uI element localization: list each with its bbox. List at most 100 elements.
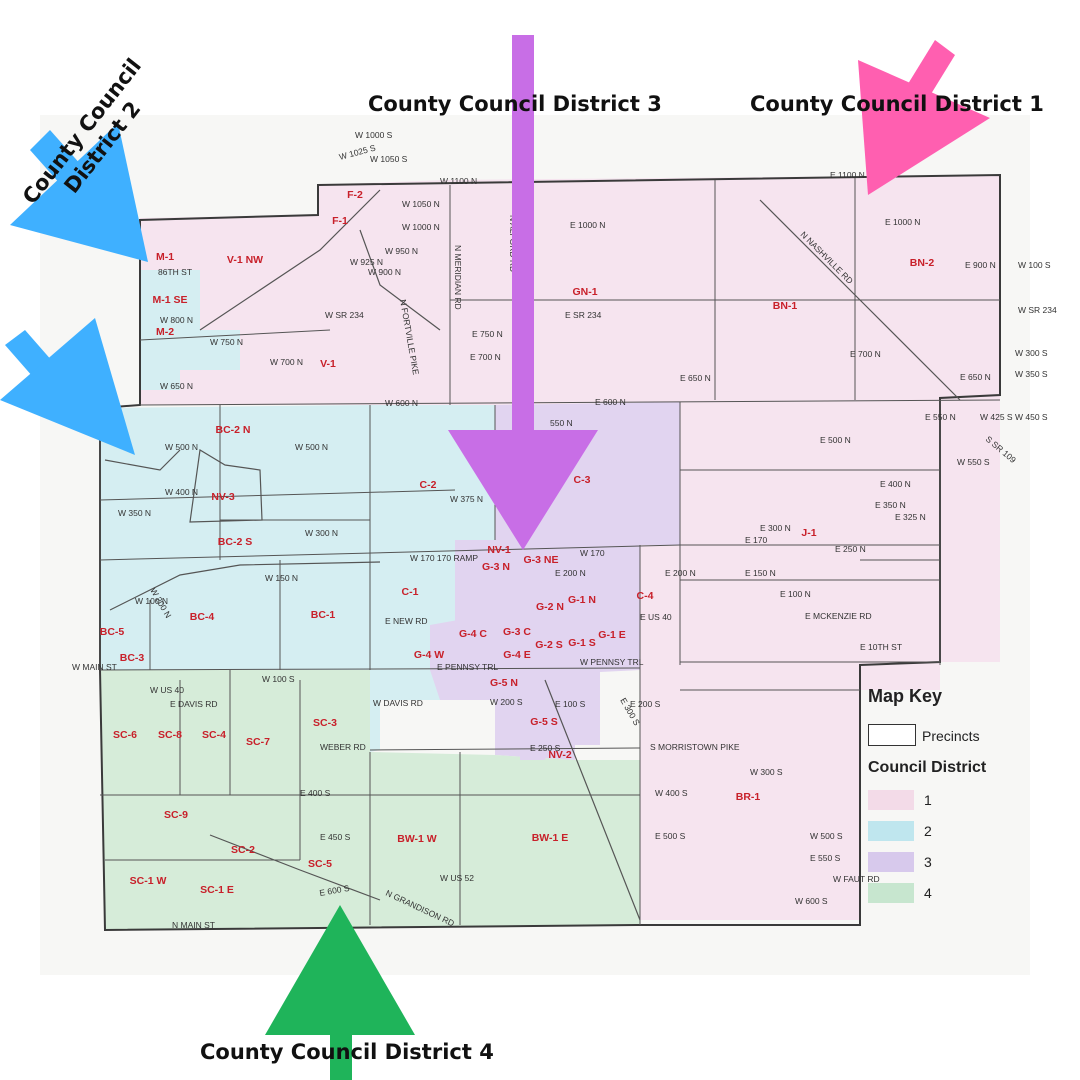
precinct-label: G-5 S — [530, 716, 557, 728]
district-2-pocket — [140, 270, 240, 390]
district-2-arrow-lower — [0, 318, 135, 455]
precinct-label: M-2 — [156, 326, 174, 338]
road-label: W US 52 — [440, 873, 474, 883]
precinct-label: M-1 SE — [152, 294, 187, 306]
road-label: W 600 S — [795, 896, 828, 906]
district-2-arrow-upper — [10, 123, 148, 262]
road-label: E 700 N — [850, 349, 881, 359]
road-label: W 500 N — [295, 442, 328, 452]
road-label: E 500 N — [820, 435, 851, 445]
road-label: W 350 N — [118, 508, 151, 518]
road-label: S MORRISTOWN PIKE — [650, 742, 740, 752]
precinct-label: SC-1 W — [130, 875, 167, 887]
council-district-key-row: 2 — [868, 821, 1018, 843]
road-label: W 300 N — [305, 528, 338, 538]
road-label: N MERIDIAN RD — [453, 245, 463, 310]
road-label: E 400 N — [880, 479, 911, 489]
precinct-label: G-2 N — [536, 601, 564, 613]
district-1-area-main — [140, 175, 1000, 405]
road-label: W MAIN ST — [72, 662, 117, 672]
precinct-label: SC-9 — [164, 809, 188, 821]
precinct-label: SC-7 — [246, 736, 270, 748]
precinct-lines-vertical — [99, 178, 941, 925]
council-district-key-row: 4 — [868, 883, 1018, 905]
precinct-label: G-3 C — [503, 626, 531, 638]
road-label: W 550 S — [957, 457, 990, 467]
road-label: E 400 S — [300, 788, 331, 798]
district-1-callout: County Council District 1 — [750, 92, 1044, 116]
precinct-label: M-1 — [156, 251, 174, 263]
precinct-label: F-1 — [332, 215, 348, 227]
council-district-key-row: 1 — [868, 790, 1018, 812]
road-label: W 500 S — [810, 831, 843, 841]
road-label: E 100 S — [555, 699, 586, 709]
road-label: W 925 N — [350, 257, 383, 267]
precinct-label: BC-2 N — [215, 424, 250, 436]
council-district-label: 1 — [924, 792, 932, 808]
road-label: W US 40 — [150, 685, 184, 695]
precinct-label: BW-1 E — [532, 832, 569, 844]
precinct-label: NV-3 — [211, 491, 235, 503]
road-label: W 400 N — [165, 487, 198, 497]
road-label: W 950 N — [385, 246, 418, 256]
road-label: E 750 N — [472, 329, 503, 339]
road-label: N MAIN ST — [172, 920, 215, 930]
road-label: E 250 N — [835, 544, 866, 554]
council-district-swatch — [868, 883, 914, 903]
precinct-label: SC-3 — [313, 717, 337, 729]
precinct-label: V-1 NW — [227, 254, 263, 266]
district-1-arrow — [858, 40, 990, 195]
road-label: W 200 S — [490, 697, 523, 707]
precinct-label: J-1 — [801, 527, 816, 539]
council-district-label: 2 — [924, 823, 932, 839]
precinct-label: SC-4 — [202, 729, 226, 741]
road-label: W 1000 S — [355, 130, 393, 140]
road-label: W 300 S — [750, 767, 783, 777]
district-3-core — [430, 540, 600, 760]
road-label: E 1000 N — [570, 220, 605, 230]
council-district-swatch — [868, 821, 914, 841]
road-label: E 550 S — [810, 853, 841, 863]
precinct-label: F-2 — [347, 189, 363, 201]
precinct-label: BC-2 S — [218, 536, 252, 548]
precinct-label: G-4 C — [459, 628, 487, 640]
precinct-label: SC-1 E — [200, 884, 234, 896]
district-1-area-southeast — [640, 545, 860, 920]
road-label: E 450 S — [320, 832, 351, 842]
road-label: E 200 N — [665, 568, 696, 578]
road-label: W DAVIS RD — [373, 698, 423, 708]
council-district-swatch — [868, 852, 914, 872]
council-district-key-row: 3 — [868, 852, 1018, 874]
precinct-label: C-3 — [574, 474, 591, 486]
precinct-label: V-1 — [320, 358, 336, 370]
precinct-label: G-1 S — [568, 637, 595, 649]
precinct-label: BN-1 — [773, 300, 798, 312]
road-label: W PENNSY TRL — [580, 657, 644, 667]
road-label: W 1050 S — [370, 154, 408, 164]
district-3-callout: County Council District 3 — [368, 92, 662, 116]
diagonal-roads — [104, 189, 961, 921]
road-label: E 250 S — [530, 743, 561, 753]
road-label: W SR 234 — [325, 310, 364, 320]
district-4-arrow — [265, 905, 415, 1080]
road-label: W 425 S — [980, 412, 1013, 422]
road-label: E 325 N — [895, 512, 926, 522]
road-label: E 650 N — [680, 373, 711, 383]
precinct-label: C-2 — [420, 479, 437, 491]
precinct-label: C-4 — [637, 590, 654, 602]
road-label: W 400 S — [655, 788, 688, 798]
precinct-label: NV-2 — [548, 749, 572, 761]
road-label: E 150 N — [745, 568, 776, 578]
precinct-label: G-4 W — [414, 649, 444, 661]
road-label: E 600 N — [595, 397, 626, 407]
road-label: W FAUT RD — [833, 874, 880, 884]
precinct-label: BC-3 — [120, 652, 145, 664]
precinct-label: BC-5 — [100, 626, 125, 638]
road-label: E 700 N — [470, 352, 501, 362]
road-label: W 1100 N — [440, 176, 477, 186]
road-label: E MCKENZIE RD — [805, 611, 872, 621]
road-label: E 200 S — [630, 699, 661, 709]
road-label: 86TH ST — [158, 267, 192, 277]
